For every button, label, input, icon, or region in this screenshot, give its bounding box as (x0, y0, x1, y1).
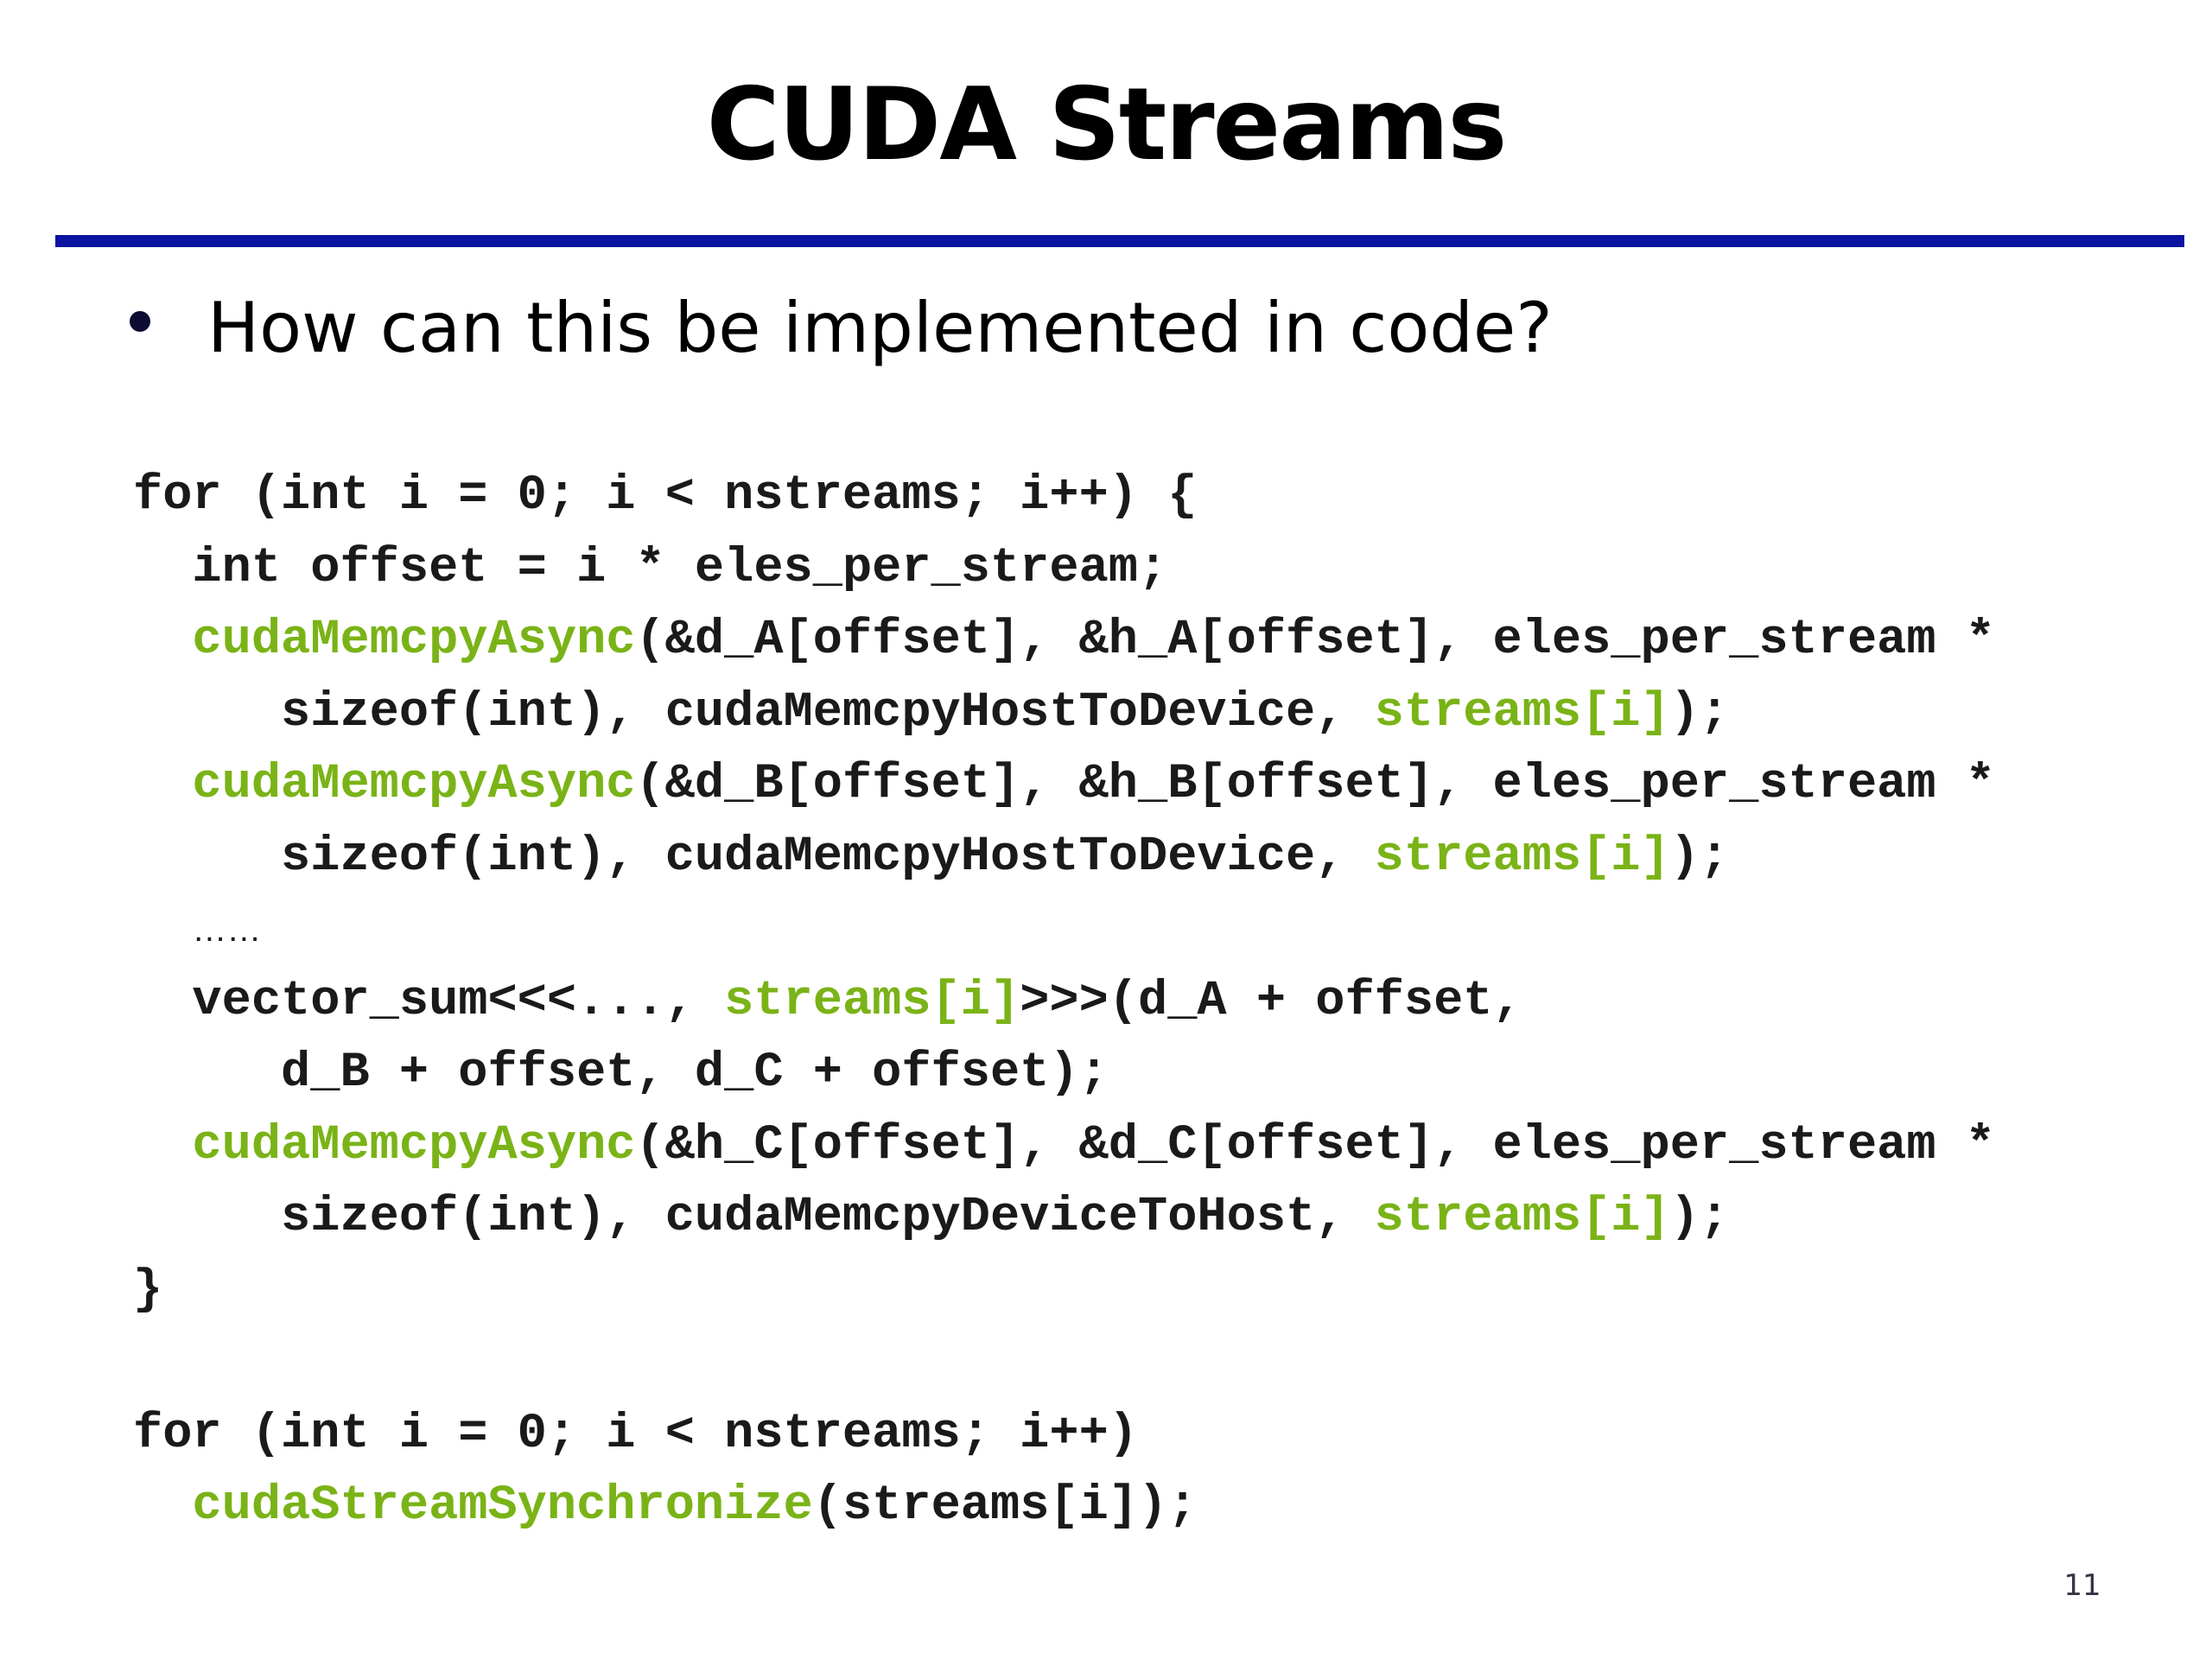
code-token: ); (1669, 684, 1730, 741)
code-indent (133, 1046, 281, 1101)
code-token: sizeof(int), cudaMemcpyDeviceToHost, (281, 1190, 1375, 1245)
code-token-highlight: cudaMemcpyAsync (192, 757, 636, 812)
code-line: for (int i = 0; i < nstreams; i++) { (133, 461, 1995, 533)
code-line: cudaMemcpyAsync(&d_B[offset], &h_B[offse… (133, 749, 1995, 822)
code-token: vector_sum<<<..., (192, 973, 725, 1029)
code-token: (&d_A[offset], &h_A[offset], eles_per_st… (635, 613, 1995, 668)
code-line: cudaMemcpyAsync(&h_C[offset], &d_C[offse… (133, 1110, 1995, 1183)
code-indent (133, 901, 192, 957)
code-line: sizeof(int), cudaMemcpyHostToDevice, str… (133, 677, 1995, 750)
code-indent (133, 1118, 192, 1173)
code-token: (&d_B[offset], &h_B[offset], eles_per_st… (635, 757, 1995, 812)
code-indent (133, 830, 281, 885)
code-token-highlight: streams[i] (1374, 829, 1670, 885)
code-indent (133, 757, 192, 812)
code-token-highlight: cudaMemcpyAsync (192, 1117, 636, 1173)
title-rule-bar (55, 235, 2184, 247)
code-token-highlight: cudaStreamSynchronize (192, 1478, 813, 1534)
code-token-highlight: cudaMemcpyAsync (192, 613, 636, 668)
code-token: for (int i = 0; i < nstreams; i++) { (133, 468, 1198, 524)
code-token: ); (1669, 1190, 1730, 1245)
code-line: for (int i = 0; i < nstreams; i++) (133, 1399, 1995, 1471)
code-line: sizeof(int), cudaMemcpyDeviceToHost, str… (133, 1182, 1995, 1255)
page-number: 11 (2063, 1568, 2101, 1603)
code-indent (133, 685, 281, 741)
code-token: sizeof(int), cudaMemcpyHostToDevice, (281, 829, 1375, 885)
code-indent (133, 541, 192, 596)
title-rule (55, 235, 2184, 247)
code-token: int offset = i * eles_per_stream; (192, 540, 1168, 596)
bullet-dot-icon (130, 311, 150, 332)
code-indent (133, 1478, 192, 1534)
code-token: sizeof(int), cudaMemcpyHostToDevice, (281, 684, 1375, 741)
bullet-item: How can this be implemented in code? (130, 281, 1553, 376)
code-token: (&h_C[offset], &d_C[offset], eles_per_st… (635, 1117, 1995, 1173)
code-token-highlight: streams[i] (724, 973, 1020, 1029)
code-line: vector_sum<<<..., streams[i]>>>(d_A + of… (133, 966, 1995, 1039)
code-indent (133, 613, 192, 668)
code-line (133, 1326, 1995, 1399)
code-indent (133, 1190, 281, 1245)
code-line: …… (133, 893, 1995, 966)
code-token: } (133, 1262, 163, 1318)
code-indent (133, 974, 192, 1029)
code-token: d_B + offset, d_C + offset); (281, 1046, 1109, 1101)
code-line: cudaStreamSynchronize(streams[i]); (133, 1471, 1995, 1543)
bullet-text: How can this be implemented in code? (207, 288, 1553, 368)
code-token: ); (1669, 829, 1730, 885)
code-line: } (133, 1255, 1995, 1327)
code-token: (streams[i]); (812, 1478, 1198, 1534)
code-line: sizeof(int), cudaMemcpyHostToDevice, str… (133, 822, 1995, 894)
code-token: …… (192, 911, 262, 949)
code-token: >>>(d_A + offset, (1020, 973, 1522, 1029)
code-token: for (int i = 0; i < nstreams; i++) (133, 1406, 1138, 1462)
code-line: int offset = i * eles_per_stream; (133, 533, 1995, 606)
code-token-highlight: streams[i] (1374, 684, 1670, 741)
code-line: d_B + offset, d_C + offset); (133, 1038, 1995, 1110)
code-line: cudaMemcpyAsync(&d_A[offset], &h_A[offse… (133, 605, 1995, 677)
code-block: for (int i = 0; i < nstreams; i++) { int… (133, 461, 1995, 1543)
code-token-highlight: streams[i] (1374, 1190, 1670, 1245)
slide-title: CUDA Streams (706, 67, 1508, 183)
